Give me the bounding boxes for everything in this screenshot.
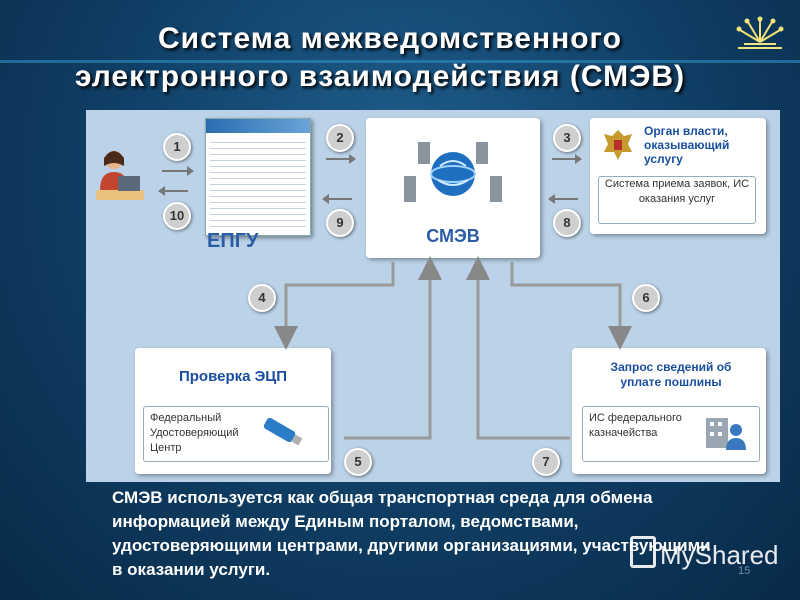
ecp-title: Проверка ЭЦП <box>178 368 288 385</box>
authority-system: Система приема заявок, ИС оказания услуг <box>598 176 756 224</box>
step-6: 6 <box>632 284 660 312</box>
step-3: 3 <box>553 124 581 152</box>
step-4: 4 <box>248 284 276 312</box>
step-8: 8 <box>553 209 581 237</box>
connector-7 <box>466 256 570 440</box>
watermark-text: MyShared <box>660 540 779 570</box>
step-9: 9 <box>326 209 354 237</box>
step-10: 10 <box>163 202 191 230</box>
smev-label: СМЭВ <box>426 226 480 246</box>
arrow-step-10 <box>158 186 188 196</box>
arrow-step-9 <box>322 194 352 204</box>
slide-title-line1: Система межведомственного <box>158 22 622 55</box>
description-text: СМЭВ используется как общая транспортная… <box>112 488 711 579</box>
epgu-label: ЕПГУ <box>207 230 259 252</box>
arrow-step-1 <box>162 166 194 176</box>
epgu-portal-screenshot <box>205 118 311 236</box>
watermark: MyShared <box>630 536 779 571</box>
payment-title: Запрос сведений об уплате пошлины <box>610 360 732 389</box>
page-number: 15 <box>738 565 751 577</box>
step-7: 7 <box>532 448 560 476</box>
connector-6 <box>510 262 632 350</box>
step-2: 2 <box>326 124 354 152</box>
title-divider <box>0 60 800 63</box>
ecp-center: Федеральный Удостоверяющий Центр <box>143 406 329 462</box>
user-at-laptop-icon <box>96 151 144 200</box>
arrow-step-8 <box>548 194 578 204</box>
ecp-box: Проверка ЭЦП Федеральный Удостоверяющий … <box>135 348 331 474</box>
usb-token-icon <box>263 417 303 446</box>
authority-title: Орган власти, оказывающий услугу <box>644 124 730 166</box>
authority-box: Орган власти, оказывающий услугу Система… <box>590 118 766 234</box>
arrow-step-2 <box>326 154 356 164</box>
connector-4 <box>274 262 395 350</box>
coat-of-arms-icon <box>604 130 632 160</box>
slide-title-line2: электронного взаимодействия (СМЭВ) <box>74 60 686 93</box>
arrow-step-3 <box>552 154 582 164</box>
treasury-building-user-icon <box>706 418 746 450</box>
connector-5 <box>344 256 442 440</box>
network-servers-icon <box>404 142 502 202</box>
smev-box: СМЭВ <box>366 118 540 258</box>
payment-system: ИС федерального казначейства <box>582 406 760 462</box>
payment-box: Запрос сведений об уплате пошлины ИС фед… <box>572 348 766 474</box>
presentation-icon <box>630 536 656 568</box>
logo-icon <box>736 16 784 49</box>
step-1: 1 <box>163 133 191 161</box>
step-5: 5 <box>344 448 372 476</box>
